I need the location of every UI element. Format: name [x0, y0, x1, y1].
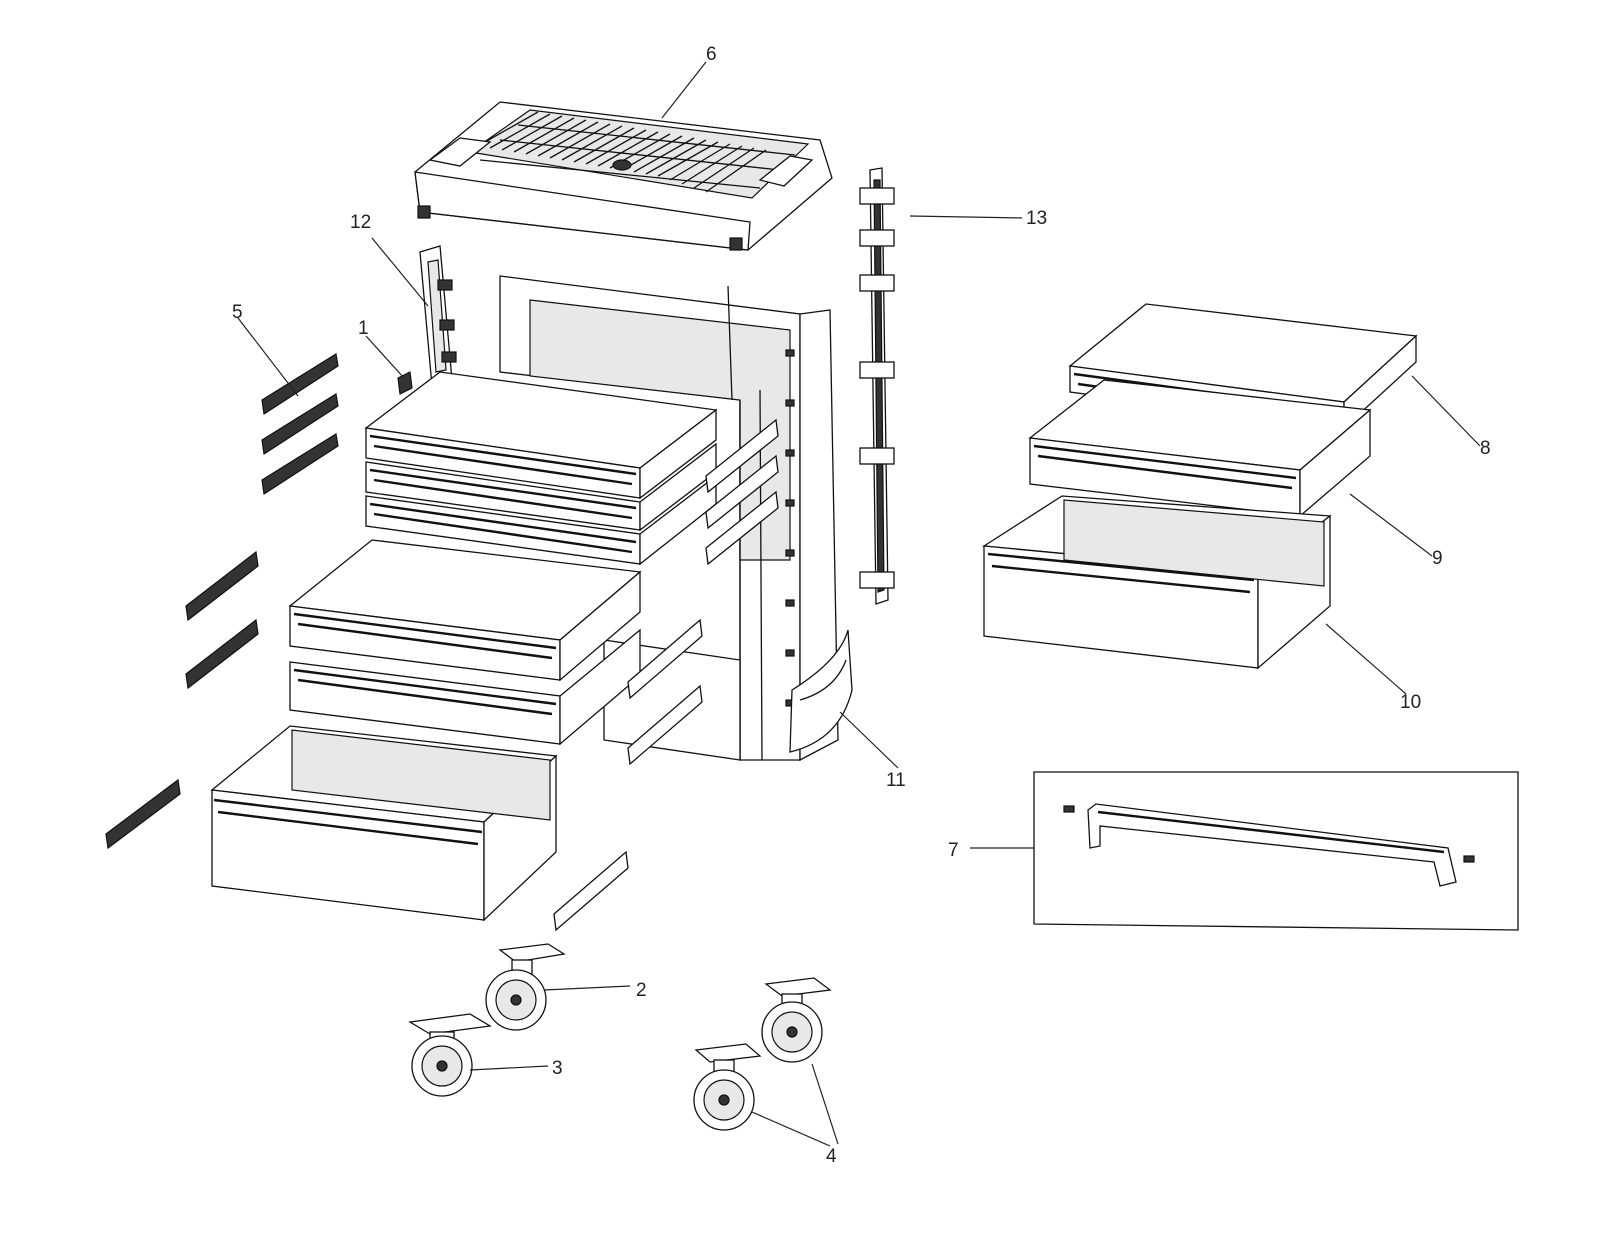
callout-labels: 6 13 12 5 1 8 9 10 11 7 2 3 4 [232, 44, 1491, 1167]
label-10: 10 [1400, 692, 1421, 713]
part-6-top-tray [414, 101, 833, 251]
part-5-slide-rails [105, 353, 339, 850]
label-11: 11 [886, 770, 906, 791]
part-7-handle-inset [1033, 771, 1519, 931]
label-6: 6 [706, 44, 717, 65]
label-9: 9 [1432, 548, 1443, 569]
label-1: 1 [358, 318, 369, 339]
label-7: 7 [948, 840, 959, 861]
leader-lines [237, 61, 1481, 1147]
label-5: 5 [232, 302, 243, 323]
part-13-vertical-rail [859, 167, 895, 605]
part-4-caster-a [761, 977, 832, 1063]
bottom-large-drawer [210, 725, 558, 922]
part-3-caster [408, 1013, 492, 1097]
part-12-side-bracket [419, 245, 457, 387]
center-slide-rails [553, 418, 779, 932]
label-3: 3 [552, 1058, 563, 1079]
label-12: 12 [350, 212, 371, 233]
part-11-curved-panel [789, 629, 853, 753]
part-1-clip [397, 371, 413, 395]
part-9-drawer [1028, 379, 1372, 518]
center-drawer-stack [288, 371, 718, 746]
label-13: 13 [1026, 208, 1047, 229]
label-8: 8 [1480, 438, 1491, 459]
label-2: 2 [636, 980, 647, 1001]
part-2-caster [485, 943, 566, 1031]
part-4-caster-b [693, 1043, 762, 1131]
part-10-drawer [982, 495, 1332, 670]
label-4: 4 [826, 1146, 837, 1167]
